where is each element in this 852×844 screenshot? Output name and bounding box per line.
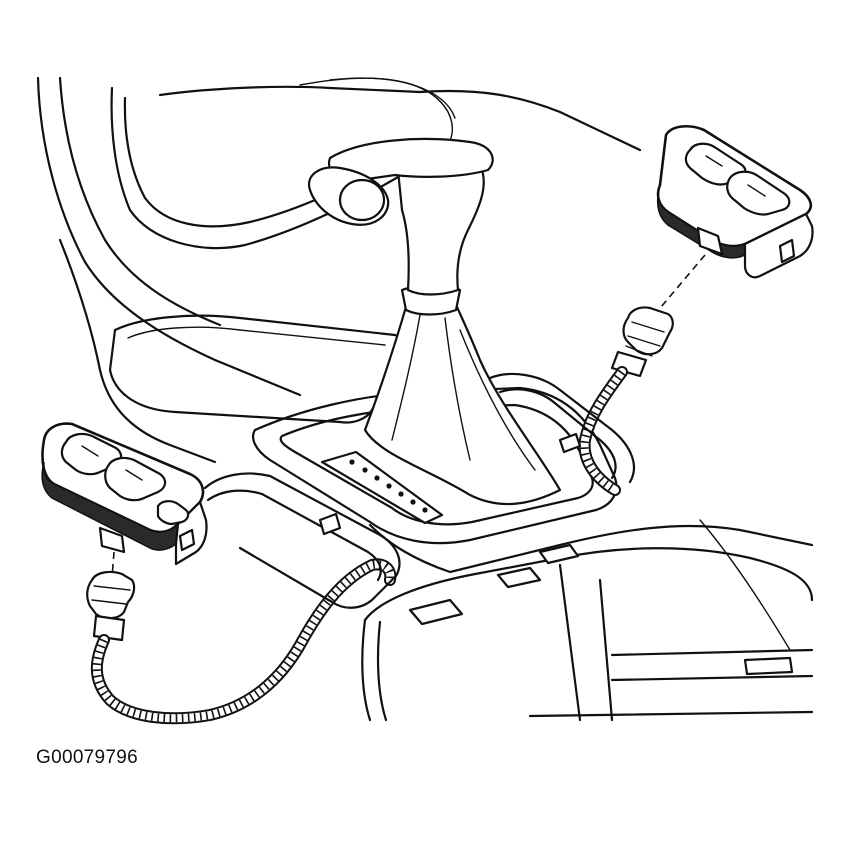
- right-switch-opening: [490, 374, 634, 482]
- left-window-switch: [42, 424, 206, 564]
- right-window-switch: [658, 126, 813, 277]
- dashboard-trim-outline: [38, 78, 640, 395]
- gear-indicator-dots: [349, 459, 428, 513]
- left-switch-opening: [205, 473, 399, 607]
- figure-id-label: G00079796: [36, 747, 139, 768]
- storage-compartment: [362, 520, 812, 720]
- gear-shift-lever: [309, 139, 560, 504]
- left-harness: [87, 552, 390, 718]
- console-pocket: [60, 240, 405, 462]
- right-harness: [585, 255, 705, 490]
